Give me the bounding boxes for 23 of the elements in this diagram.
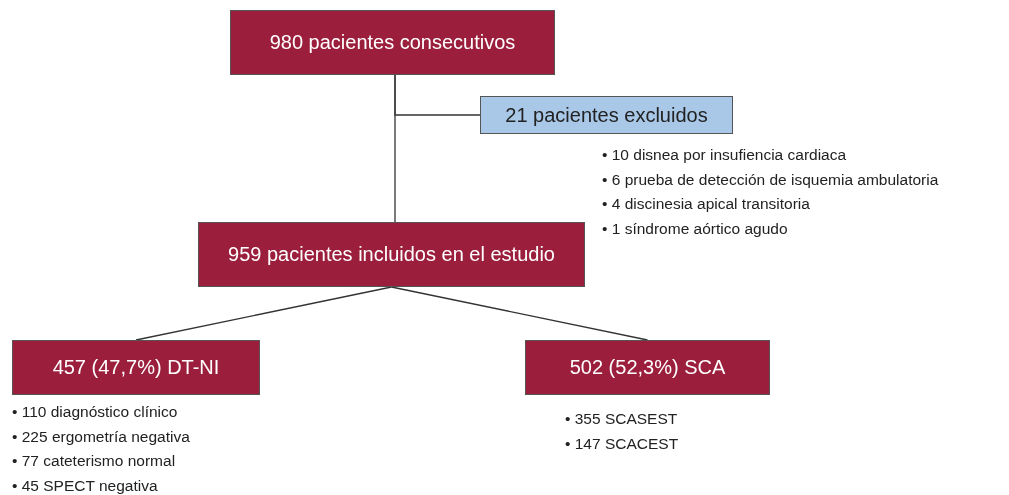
box-label: 457 (47,7%) DT-NI	[52, 356, 220, 379]
process-box	[525, 340, 770, 395]
bullet-item: • 6 prueba de detección de isquemia ambulatoria	[602, 169, 939, 190]
bullet-item: • 110 diagnóstico clínico	[12, 402, 178, 422]
box-label: 21 pacientes excluidos	[505, 103, 708, 127]
bullet-item: • 147 SCACEST	[565, 433, 679, 454]
box-label: 959 pacientes incluidos en el estudio	[228, 243, 555, 266]
process-box	[198, 222, 585, 287]
bullet-item: • 355 SCASEST	[565, 409, 678, 429]
bullet-item: • 77 cateterismo normal	[12, 451, 176, 471]
process-box	[230, 10, 555, 75]
bullet-item: • 10 disnea por insufiencia cardiaca	[602, 145, 847, 165]
bullet-item: • 225 ergometría negativa	[12, 426, 190, 447]
process-box	[12, 340, 260, 395]
connector-line	[394, 74, 396, 223]
box-label: 980 pacientes consecutivos	[269, 31, 516, 54]
connector-line	[390, 286, 649, 341]
box-label: 502 (52,3%) SCA	[569, 356, 726, 379]
bullet-item: • 1 síndrome aórtico agudo	[602, 218, 788, 239]
connector-line	[135, 286, 393, 341]
process-box	[480, 96, 733, 134]
bullet-item: • 4 discinesia apical transitoria	[602, 194, 810, 214]
bullet-item: • 45 SPECT negativa	[12, 475, 158, 495]
